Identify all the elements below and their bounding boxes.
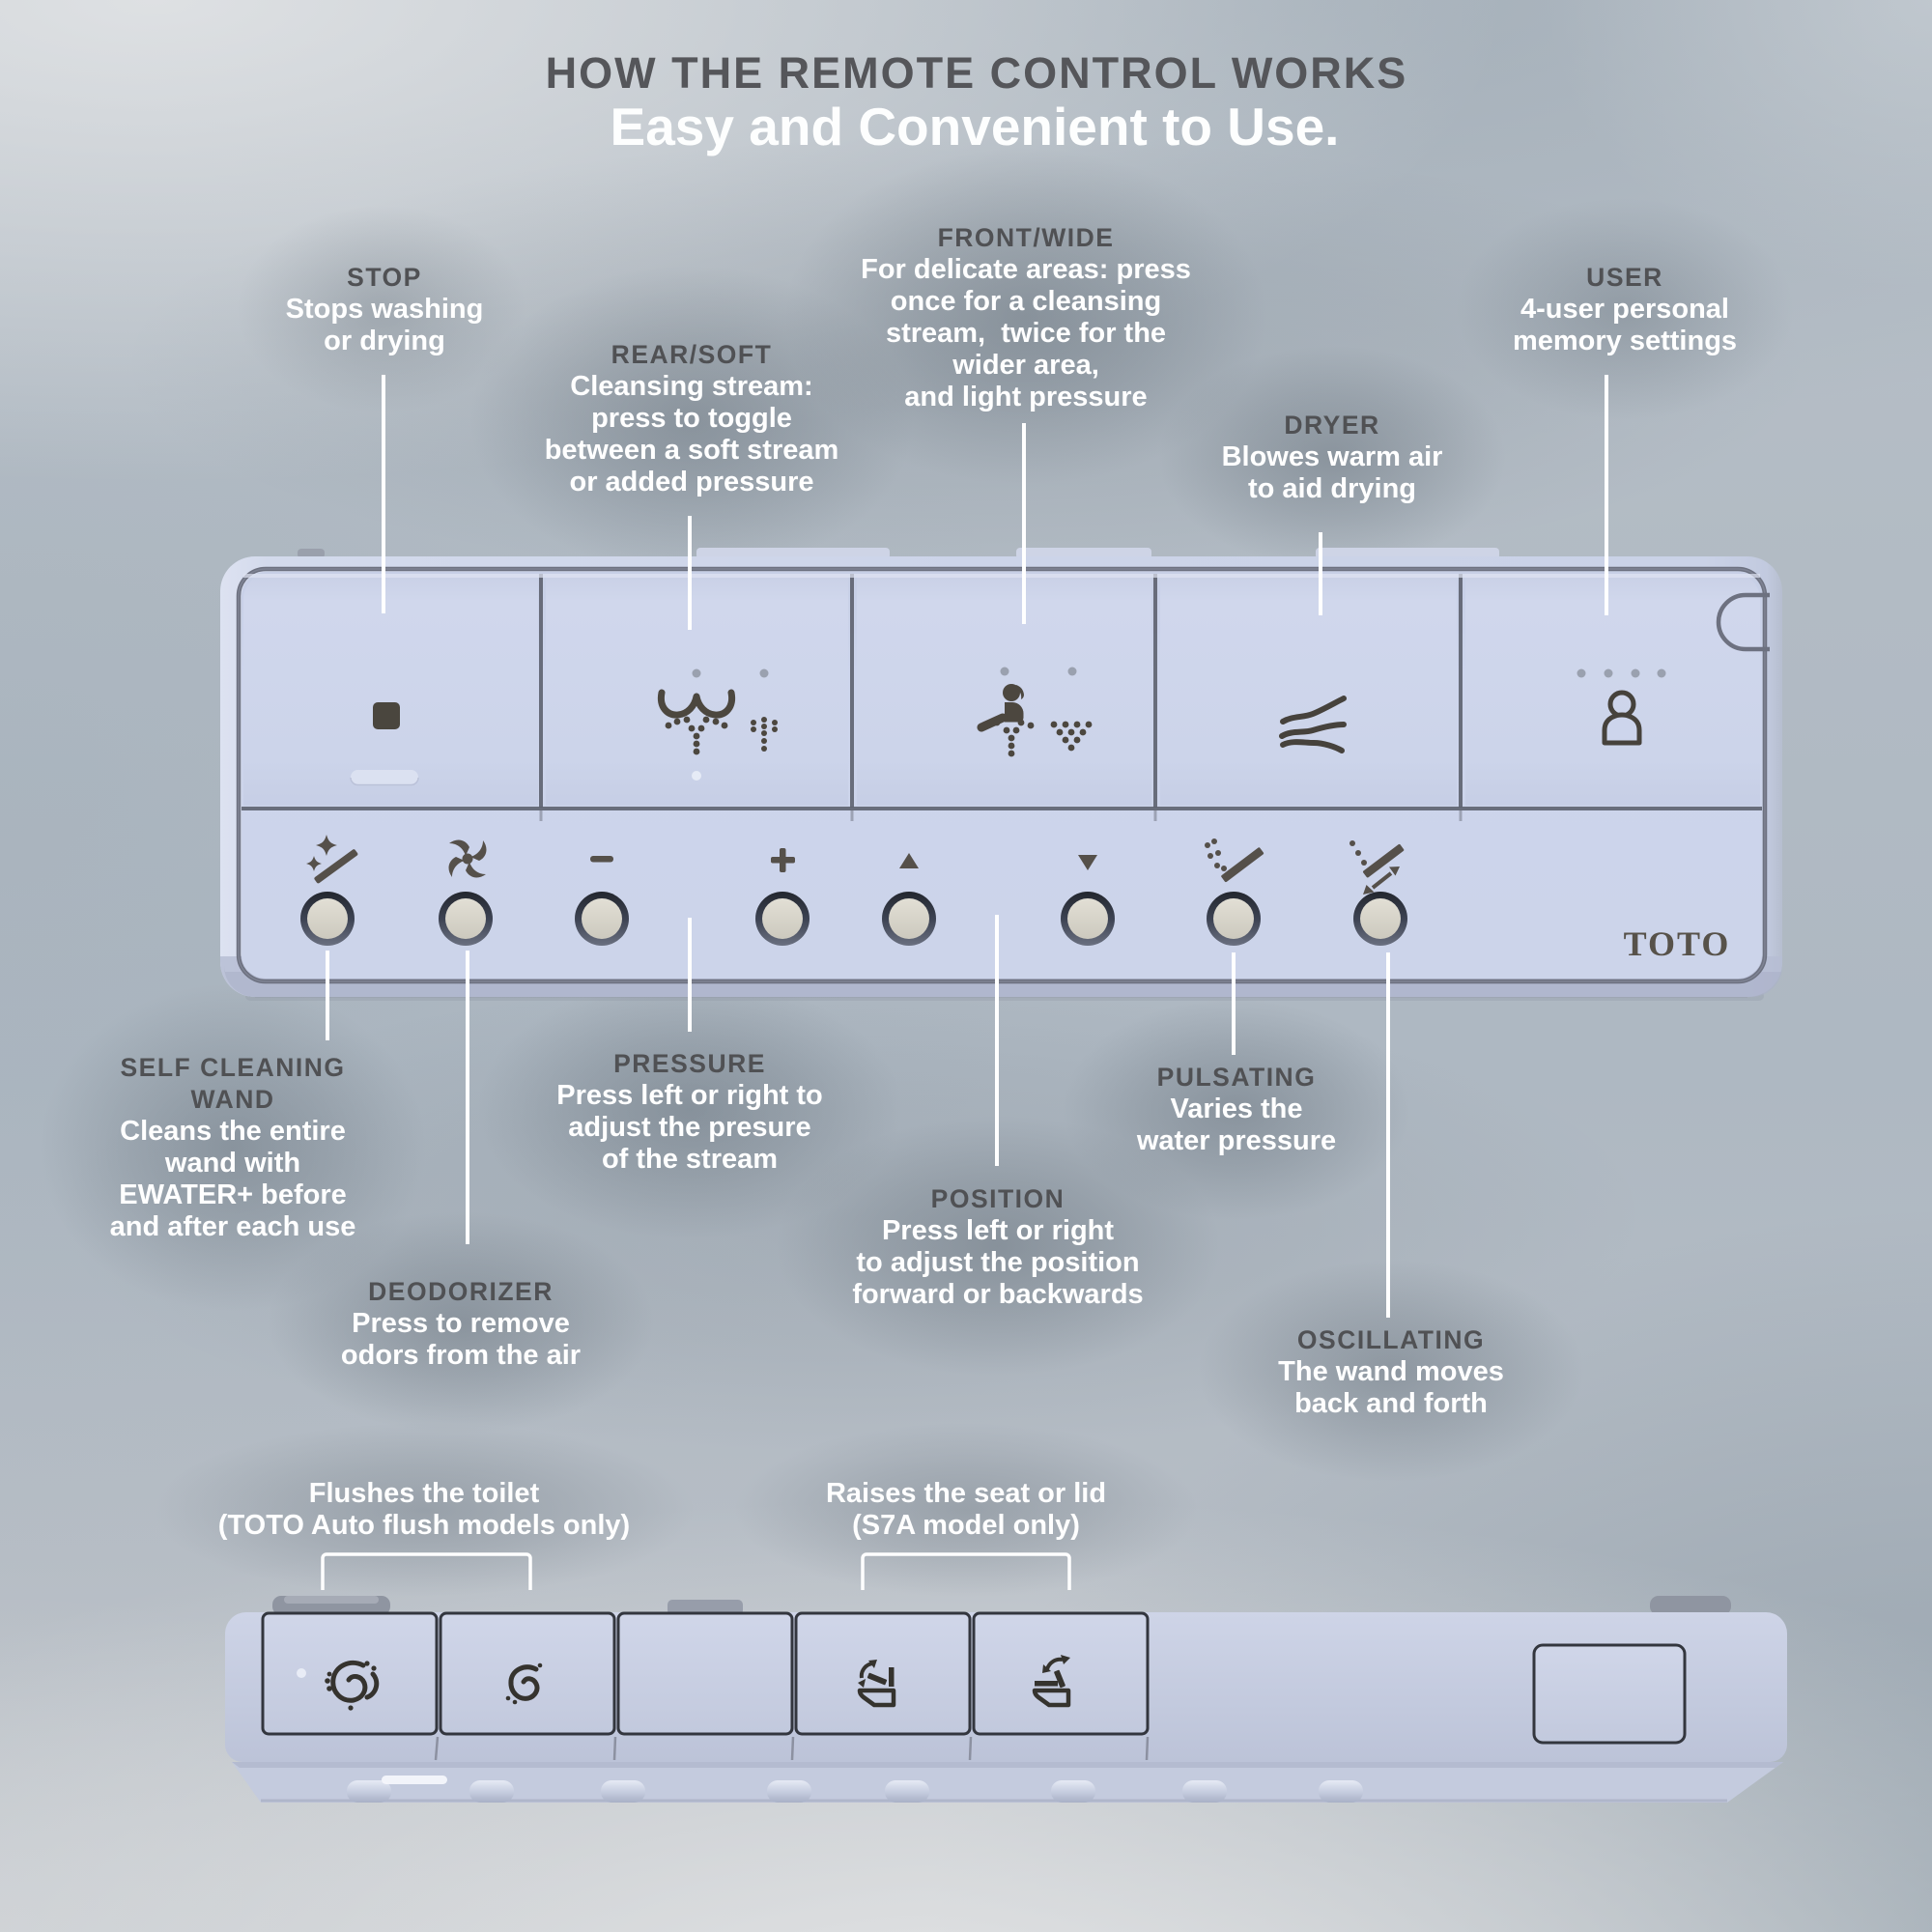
svg-text:TOTO: TOTO <box>1624 924 1731 963</box>
